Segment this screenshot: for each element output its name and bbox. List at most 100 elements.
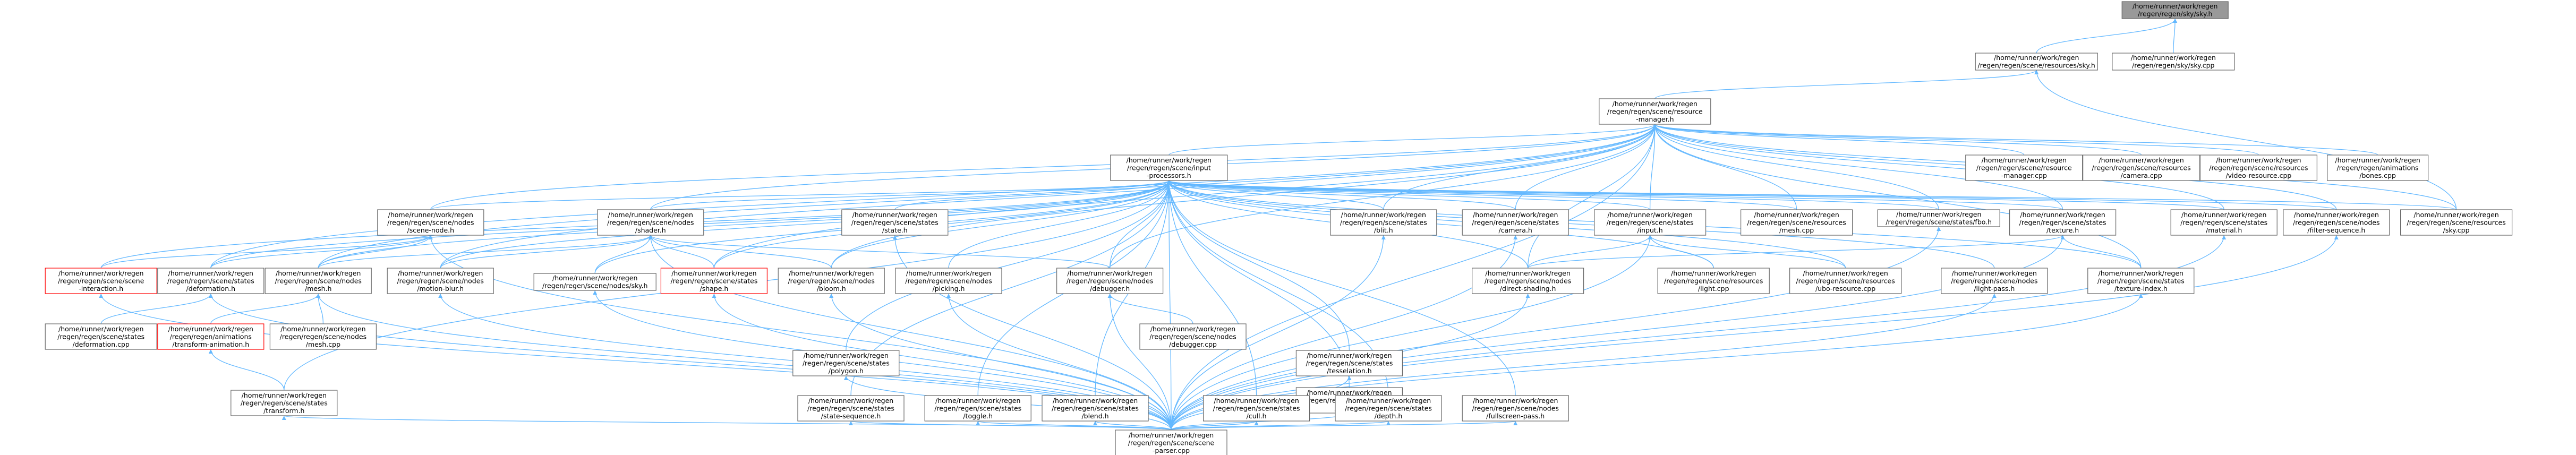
node-box [895, 268, 1002, 294]
node-label-line: /bones.cpp [2359, 171, 2396, 179]
node-texture[interactable]: /home/runner/work/regen/regen/regen/scen… [2009, 209, 2117, 236]
node-label-line: /home/runner/work/regen [906, 269, 991, 277]
node-lightcpp[interactable]: /home/runner/work/regen/regen/regen/scen… [1657, 268, 1770, 294]
node-statesstate[interactable]: /home/runner/work/regen/regen/regen/scen… [841, 209, 949, 236]
edge-meshh-to-transanim [210, 293, 319, 324]
edge-arrowhead [892, 235, 897, 239]
edge-shader-to-bloom [650, 235, 832, 269]
node-box [924, 395, 1031, 422]
node-label-line: /regen/regen/sky/sky.h [2138, 10, 2213, 18]
node-label-line: /regen/regen/scene/nodes [1485, 277, 1571, 285]
node-skycpp_r[interactable]: /home/runner/work/regen/regen/regen/scen… [2400, 209, 2513, 236]
edge-bloom-to-parser [831, 293, 1172, 431]
edge-rm-to-meshh [318, 124, 1656, 269]
node-label-line: /shape.h [700, 285, 728, 293]
edge-root-to-skycpp_top [2173, 18, 2176, 54]
node-label-line: -interaction.h [79, 285, 123, 293]
node-label-line: /home/runner/work/regen [2413, 211, 2498, 219]
edge-arrowhead [208, 294, 213, 298]
node-deformcpp[interactable]: /home/runner/work/regen/regen/regen/scen… [45, 323, 157, 350]
node-motionblur[interactable]: /home/runner/work/regen/regen/regen/scen… [387, 268, 494, 294]
node-rm[interactable]: /home/runner/work/regen/regen/regen/scen… [1599, 98, 1711, 125]
node-bloom[interactable]: /home/runner/work/regen/regen/regen/scen… [778, 268, 885, 294]
node-label-line: /fullscreen-pass.h [1486, 412, 1545, 420]
node-label-line: /regen/regen/scene/states [670, 277, 757, 285]
node-label-line: /toggle.h [963, 412, 993, 420]
node-transform[interactable]: /home/runner/work/regen/regen/regen/scen… [231, 390, 338, 416]
node-label-line: /mesh.cpp [1779, 226, 1814, 234]
node-label-line: /regen/regen/scene/states [241, 399, 328, 407]
node-videocpp[interactable]: /home/runner/work/regen/regen/regen/scen… [2199, 154, 2317, 181]
edge-shader-to-skynode [594, 235, 651, 274]
node-debuggercpp[interactable]: /home/runner/work/regen/regen/regen/scen… [1139, 323, 1247, 350]
node-shader[interactable]: /home/runner/work/regen/regen/regen/scen… [597, 209, 704, 236]
node-deform[interactable]: /home/runner/work/regen/regen/regen/scen… [157, 268, 265, 294]
node-meshcpp_n[interactable]: /home/runner/work/regen/regen/regen/scen… [269, 323, 377, 350]
node-label-line: /regen/regen/animations [2337, 164, 2419, 171]
node-label-line: /home/runner/work/regen [1053, 397, 1138, 405]
node-box [2199, 154, 2317, 181]
edge-scenenode-to-meshh [318, 235, 431, 269]
node-blit[interactable]: /home/runner/work/regen/regen/regen/scen… [1330, 209, 1437, 236]
node-label-line: /regen/regen/animations [170, 332, 252, 340]
node-label-line: /home/runner/work/regen [1607, 211, 1692, 219]
node-label-line: /regen/regen/scene/resources [1664, 277, 1763, 285]
node-skycpp_top[interactable]: /home/runner/work/regen/regen/regen/sky/… [2112, 53, 2235, 71]
node-filterseq[interactable]: /home/runner/work/regen/regen/regen/scen… [2283, 209, 2390, 236]
edge-ip-to-picking [948, 180, 1170, 269]
node-material[interactable]: /home/runner/work/regen/regen/regen/scen… [2170, 209, 2278, 236]
node-blend[interactable]: /home/runner/work/regen/regen/regen/scen… [1042, 395, 1149, 422]
node-inputh[interactable]: /home/runner/work/regen/regen/regen/scen… [1594, 209, 1707, 236]
node-label-line: /sky.cpp [2443, 226, 2470, 234]
node-fbo[interactable]: /home/runner/work/regen/regen/regen/scen… [1877, 209, 2000, 227]
node-ubocpp[interactable]: /home/runner/work/regen/regen/regen/scen… [1789, 268, 1902, 294]
node-directshading[interactable]: /home/runner/work/regen/regen/regen/scen… [1472, 268, 1584, 294]
node-skynode[interactable]: /home/runner/work/regen/regen/regen/scen… [533, 273, 656, 291]
node-meshcpp_r[interactable]: /home/runner/work/regen/regen/regen/scen… [1741, 209, 1853, 236]
node-rmcpp[interactable]: /home/runner/work/regen/regen/regen/scen… [1965, 154, 2083, 181]
node-root[interactable]: /home/runner/work/regen/regen/regen/sky/… [2121, 1, 2229, 19]
node-tess[interactable]: /home/runner/work/regen/regen/regen/scen… [1295, 350, 1403, 376]
node-parser[interactable]: /home/runner/work/regen/regen/regen/scen… [1115, 430, 1227, 455]
node-ip[interactable]: /home/runner/work/regen/regen/regen/scen… [1110, 154, 1228, 181]
node-cull[interactable]: /home/runner/work/regen/regen/regen/scen… [1203, 395, 1310, 422]
node-sceneinter[interactable]: /home/runner/work/regen/regen/regen/scen… [45, 268, 157, 294]
edge-ip-to-meshcpp_r [1168, 180, 1797, 210]
edge-ip-to-camerah [1168, 180, 1516, 210]
edge-ip-to-texture [1168, 180, 2063, 210]
edge-transanim-to-transform [210, 349, 285, 391]
node-label-line: /texture.h [2046, 226, 2079, 234]
node-box [2087, 268, 2195, 294]
node-label-line: /home/runner/work/regen [2099, 269, 2183, 277]
node-label-line: /regen/regen/scene/states [1472, 218, 1559, 226]
node-bonescpp[interactable]: /home/runner/work/regen/regen/regen/anim… [2327, 154, 2429, 181]
node-label-line: /regen/regen/scene/scene [58, 277, 144, 285]
edge-meshh-to-meshcpp_n [318, 293, 324, 324]
node-debugger[interactable]: /home/runner/work/regen/regen/regen/scen… [1056, 268, 1164, 294]
node-polygon[interactable]: /home/runner/work/regen/regen/regen/scen… [792, 350, 900, 376]
node-box [2009, 209, 2117, 236]
node-meshh[interactable]: /home/runner/work/regen/regen/regen/scen… [265, 268, 372, 294]
node-label-line: /home/runner/work/regen [1214, 397, 1299, 405]
edge-transform-to-parser [284, 415, 1172, 431]
node-toggle[interactable]: /home/runner/work/regen/regen/regen/scen… [924, 395, 1031, 422]
edge-ip-to-debugger [1109, 180, 1170, 269]
node-label-line: /home/runner/work/regen [1129, 431, 1214, 439]
node-camerah[interactable]: /home/runner/work/regen/regen/regen/scen… [1462, 209, 1569, 236]
node-skyh[interactable]: /home/runner/work/regen/regen/regen/scen… [1975, 53, 2098, 71]
node-stateseq[interactable]: /home/runner/work/regen/regen/regen/scen… [797, 395, 905, 422]
edge-ip-to-lightpass [1168, 180, 1995, 269]
edge-arrowhead [99, 294, 104, 298]
node-label-line: /mesh.h [305, 285, 331, 293]
node-texindex[interactable]: /home/runner/work/regen/regen/regen/scen… [2087, 268, 2195, 294]
node-camcpp[interactable]: /home/runner/work/regen/regen/regen/scen… [2083, 154, 2200, 181]
node-fullscreen[interactable]: /home/runner/work/regen/regen/regen/scen… [1462, 395, 1569, 422]
node-lightpass[interactable]: /home/runner/work/regen/regen/regen/scen… [1941, 268, 2048, 294]
edge-rm-to-fbo [1654, 124, 1939, 210]
node-picking[interactable]: /home/runner/work/regen/regen/regen/scen… [895, 268, 1002, 294]
node-depth[interactable]: /home/runner/work/regen/regen/regen/scen… [1335, 395, 1442, 422]
node-label-line: /home/runner/work/regen [2216, 156, 2301, 164]
node-shapeh[interactable]: /home/runner/work/regen/regen/regen/scen… [660, 268, 768, 294]
node-transanim[interactable]: /home/runner/work/regen/regen/regen/anim… [157, 323, 265, 350]
node-scenenode[interactable]: /home/runner/work/regen/regen/regen/scen… [377, 209, 484, 236]
